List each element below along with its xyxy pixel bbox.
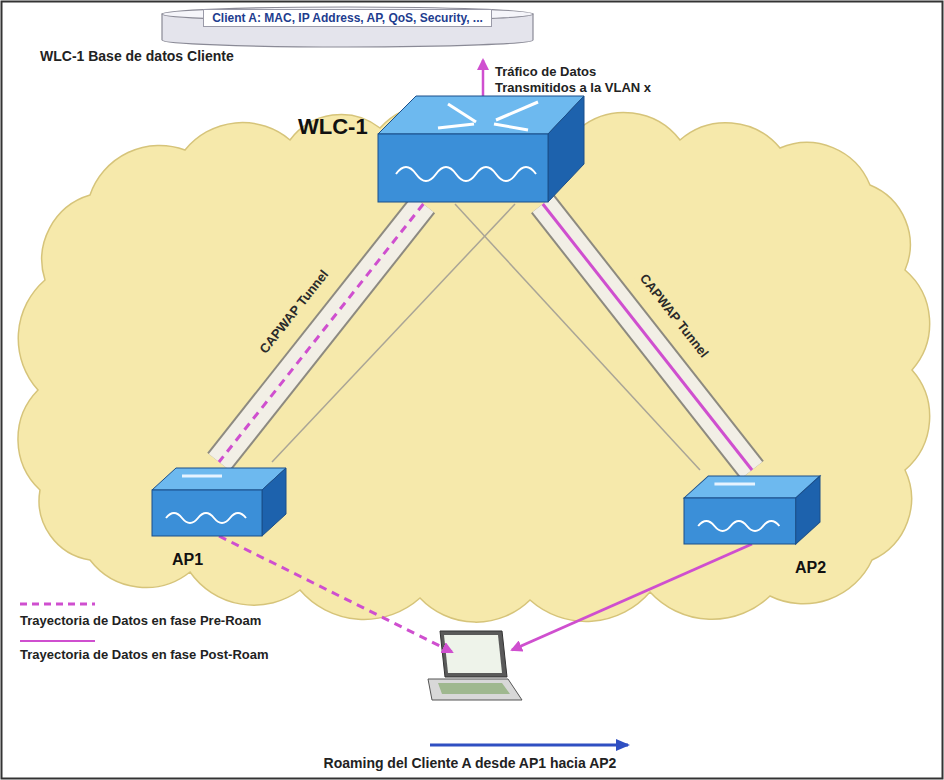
node-label: WLC-1 Base de datos Cliente xyxy=(40,48,234,65)
laptop-screen-frame xyxy=(440,631,507,677)
post-roam-path xyxy=(543,204,752,470)
device-detail xyxy=(182,475,222,478)
record-text: Client A: MAC, IP Address, AP, QoS, Secu… xyxy=(203,9,492,27)
access-point: AP2 xyxy=(684,470,820,548)
wireless-controller-shape xyxy=(378,92,584,204)
device-side xyxy=(548,96,584,202)
laptop-screen xyxy=(444,635,502,673)
legend-text: Trayectoria de Datos en fase Post-Roam xyxy=(20,647,269,663)
wave-glyph xyxy=(698,521,779,531)
legend-solid-sample xyxy=(20,640,95,642)
arrow-glyph xyxy=(494,124,528,130)
device-front xyxy=(684,498,796,544)
pre-roam-path xyxy=(219,536,452,652)
roaming-arrow xyxy=(430,744,628,747)
arrow-glyph xyxy=(438,124,474,128)
tunnel-outline xyxy=(219,204,423,462)
tunnel-body xyxy=(219,204,423,462)
device-side xyxy=(262,468,286,536)
laptop-keyboard xyxy=(438,683,510,694)
access-point: AP1 xyxy=(152,462,286,540)
laptop-icon xyxy=(428,631,522,700)
traffic-note: Tráfico de Datos Transmitidos a la VLAN … xyxy=(495,64,680,95)
arrow-glyph xyxy=(448,104,476,122)
pre-roam-path xyxy=(219,204,423,462)
access-point-shape xyxy=(152,462,286,540)
wireless-controller: WLC-1 xyxy=(378,92,584,204)
legend-dashed-sample xyxy=(20,603,95,606)
arrow-glyph xyxy=(496,102,538,120)
wave-glyph xyxy=(396,167,536,181)
device-detail xyxy=(714,483,755,486)
laptop-base xyxy=(428,679,522,700)
capwap-tunnel xyxy=(543,204,752,470)
device-front xyxy=(378,134,548,202)
tunnel-outline xyxy=(543,204,752,470)
access-point-shape xyxy=(684,470,820,548)
device-side xyxy=(796,476,820,544)
roaming-caption: Roaming del Cliente A desde AP1 hacia AP… xyxy=(240,755,700,772)
device-front xyxy=(152,490,262,536)
capwap-tunnel xyxy=(219,204,423,462)
tunnel-body xyxy=(543,204,752,470)
post-roam-path xyxy=(512,544,752,650)
client-database: Client A: MAC, IP Address, AP, QoS, Secu… xyxy=(160,6,535,48)
network-cloud xyxy=(18,105,930,622)
node-label: AP1 xyxy=(172,550,203,569)
wave-glyph xyxy=(166,513,246,523)
legend-text: Trayectoria de Datos en fase Pre-Roam xyxy=(20,613,261,629)
node-label: WLC-1 xyxy=(298,114,368,140)
node-label: AP2 xyxy=(795,558,826,577)
